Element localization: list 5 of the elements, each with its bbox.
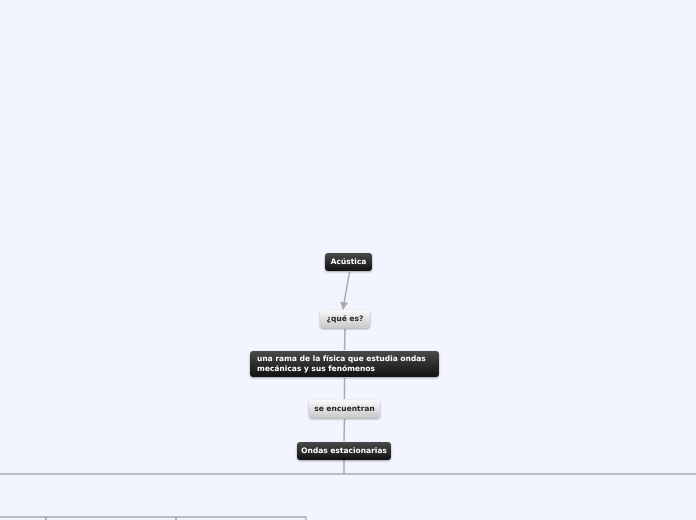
connector-line bbox=[344, 378, 346, 399]
branch-line bbox=[0, 459, 696, 475]
connector-line bbox=[343, 418, 346, 442]
connector-line bbox=[344, 328, 346, 350]
connector-line bbox=[340, 272, 350, 310]
